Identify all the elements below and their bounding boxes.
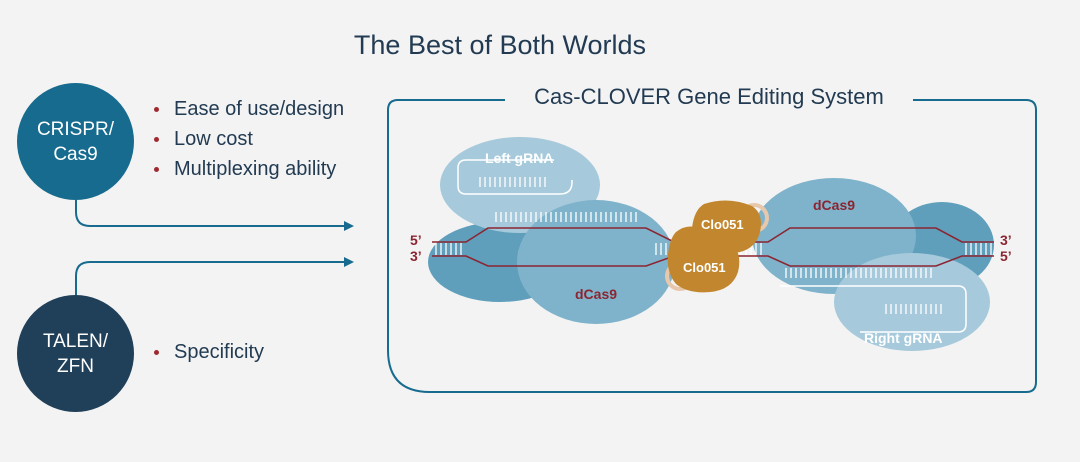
crispr-connector-arrow [75, 200, 354, 231]
list-item: Specificity [152, 337, 264, 367]
bullet-dot-icon [154, 350, 159, 355]
crispr-cas9-circle: CRISPR/ Cas9 [17, 83, 134, 200]
bullet-dot-icon [154, 107, 159, 112]
dcas9-left-body [517, 200, 675, 324]
strand-3-prime-left: 3’ [410, 248, 422, 264]
talen-connector-arrow [75, 257, 354, 295]
right-grna-label: Right gRNA [864, 330, 943, 346]
dcas9-right-label: dCas9 [813, 197, 856, 213]
bullet-dot-icon [154, 137, 159, 142]
clo051-bottom-blob [667, 226, 740, 293]
strand-5-prime-right: 5’ [1000, 248, 1012, 264]
dcas9-left-label: dCas9 [575, 286, 618, 302]
talen-zfn-circle: TALEN/ ZFN [17, 295, 134, 412]
talen-label-line2: ZFN [57, 355, 94, 377]
page-title: The Best of Both Worlds [353, 30, 647, 60]
clo051-top-label: Clo051 [701, 217, 744, 232]
left-grna-ticks [479, 177, 637, 222]
left-grna-loop [457, 159, 573, 195]
bullet-dot-icon [154, 167, 159, 172]
system-title: Cas-CLOVER Gene Editing System [505, 84, 913, 110]
talen-benefits-list: Specificity [152, 337, 264, 367]
crispr-label-line1: CRISPR/ [36, 118, 115, 140]
list-item: Low cost [152, 124, 344, 154]
crispr-benefits-list: Ease of use/design Low cost Multiplexing… [152, 94, 344, 184]
crispr-label-line2: Cas9 [53, 143, 98, 165]
talen-label-line1: TALEN/ [42, 330, 109, 352]
list-item: Multiplexing ability [152, 154, 344, 184]
right-grna-ticks [785, 268, 942, 314]
right-grna-loop [780, 285, 967, 333]
strand-5-prime-left: 5’ [410, 232, 422, 248]
right-grna-bubble [834, 253, 990, 351]
left-grna-label: Left gRNA [485, 150, 554, 166]
strand-3-prime-right: 3’ [1000, 232, 1012, 248]
list-item: Ease of use/design [152, 94, 344, 124]
clo051-bottom-label: Clo051 [683, 260, 726, 275]
system-frame [387, 99, 1037, 393]
